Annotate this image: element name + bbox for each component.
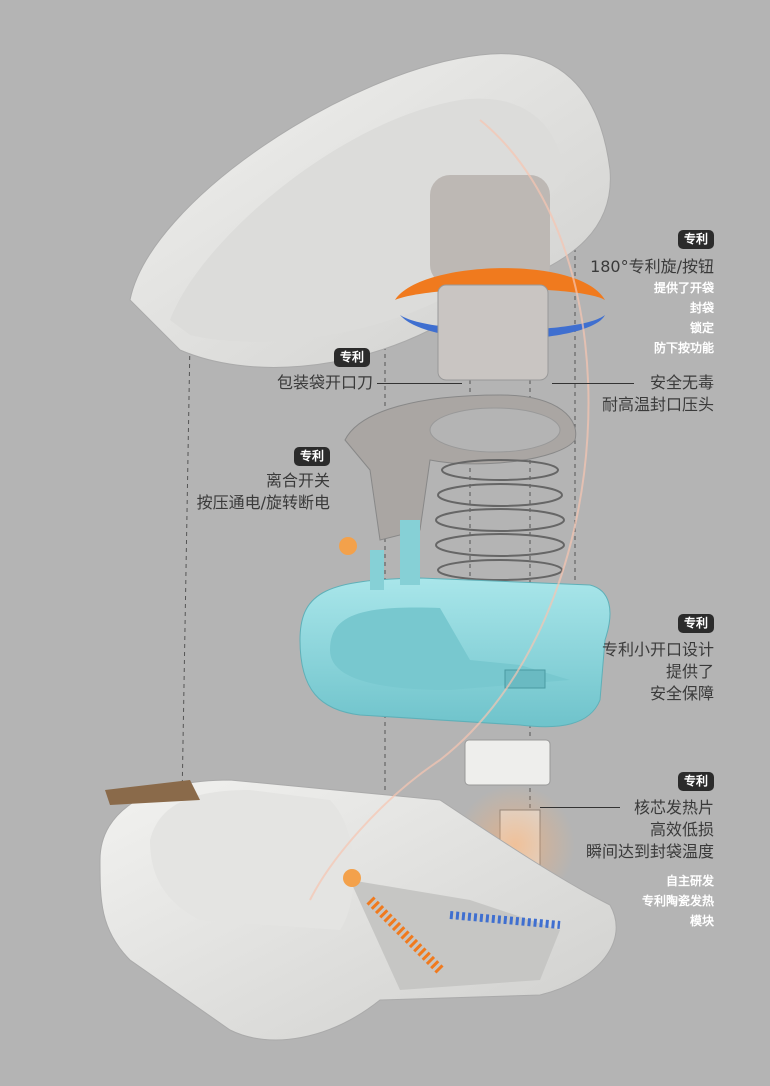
cutter-callout: 包装袋开口刀 — [277, 372, 373, 394]
press-head-callout: 安全无毒 耐高温封口压头 — [602, 372, 714, 416]
opening-callout: 专利小开口设计 提供了 安全保障 — [602, 639, 714, 705]
callout-text: 提供了 — [665, 662, 714, 681]
feature-text: 锁定 — [689, 321, 714, 335]
leader-line — [552, 383, 634, 384]
patent-badge: 专利 — [294, 447, 331, 466]
callout-title: 180°专利旋/按钮 — [590, 257, 714, 276]
heater-callout: 核芯发热片 高效低损 瞬间达到封袋温度 自主研发 专利陶瓷发热 模块 — [586, 797, 714, 931]
spring — [435, 459, 565, 581]
callout-text: 按压通电/旋转断电 — [196, 493, 330, 512]
feature-text: 防下按功能 — [653, 341, 714, 355]
callout-text: 瞬间达到封袋温度 — [585, 842, 714, 861]
feature-text: 自主研发 — [665, 874, 714, 888]
clutch-callout: 离合开关 按压通电/旋转断电 — [197, 470, 330, 514]
leader-line — [377, 383, 462, 384]
callout-text: 耐高温封口压头 — [601, 395, 714, 414]
patent-badge: 专利 — [678, 230, 715, 249]
press-head — [464, 739, 551, 786]
leader-line — [540, 807, 620, 808]
patent-badge: 专利 — [678, 772, 715, 791]
callout-title: 包装袋开口刀 — [276, 373, 373, 392]
callout-text: 高效低损 — [649, 820, 714, 839]
callout-text: 专利小开口设计 — [601, 640, 714, 659]
feature-text: 封袋 — [689, 301, 714, 315]
patent-badge: 专利 — [334, 348, 371, 367]
feature-text: 模块 — [689, 914, 714, 928]
glow-arc — [309, 119, 590, 901]
bottom-housing — [99, 779, 617, 1041]
callout-text: 安全无毒 — [649, 373, 714, 392]
feature-text: 提供了开袋 — [653, 281, 714, 295]
teal-opening-part — [299, 520, 611, 728]
knob-callout: 180°专利旋/按钮 提供了开袋 封袋 锁定 防下按功能 — [590, 256, 714, 358]
highlight-dot — [343, 869, 361, 887]
patent-badge: 专利 — [678, 614, 715, 633]
strap — [105, 780, 200, 805]
rotary-knob — [395, 175, 605, 381]
feature-text: 专利陶瓷发热 — [641, 894, 714, 908]
callout-text: 离合开关 — [265, 471, 330, 490]
callout-text: 核芯发热片 — [633, 798, 714, 817]
highlight-dot — [339, 537, 357, 555]
callout-text: 安全保障 — [649, 684, 714, 703]
